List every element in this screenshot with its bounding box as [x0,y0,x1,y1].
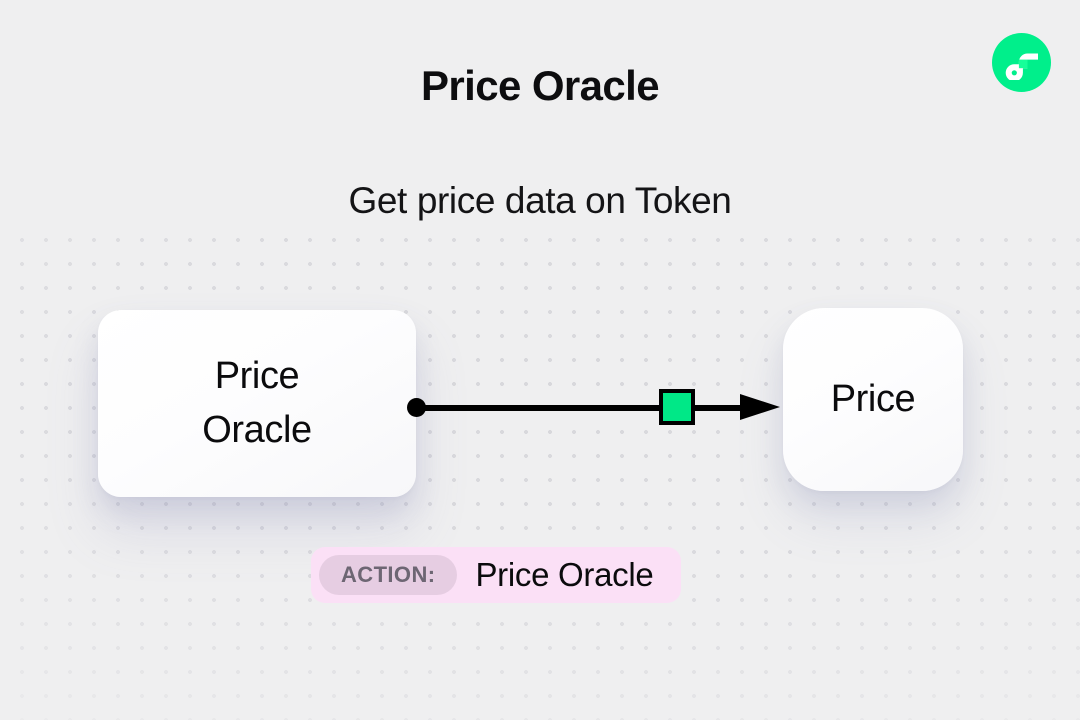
action-banner: ACTION: Price Oracle [311,547,682,603]
action-label-pill: ACTION: [319,555,458,595]
source-node[interactable]: Price Oracle [98,310,416,497]
edge-line [420,404,745,411]
edge-marker-icon [659,389,695,425]
connector-edge [400,383,790,433]
target-node[interactable]: Price [783,308,963,491]
flow-logo-icon [992,33,1051,92]
page-title: Price Oracle [421,62,660,109]
page-subtitle: Get price data on Token [348,180,732,221]
source-node-label: Price Oracle [202,354,312,451]
target-node-label: Price [830,377,916,420]
action-value: Price Oracle [475,556,654,593]
edge-arrowhead-icon [740,394,780,420]
